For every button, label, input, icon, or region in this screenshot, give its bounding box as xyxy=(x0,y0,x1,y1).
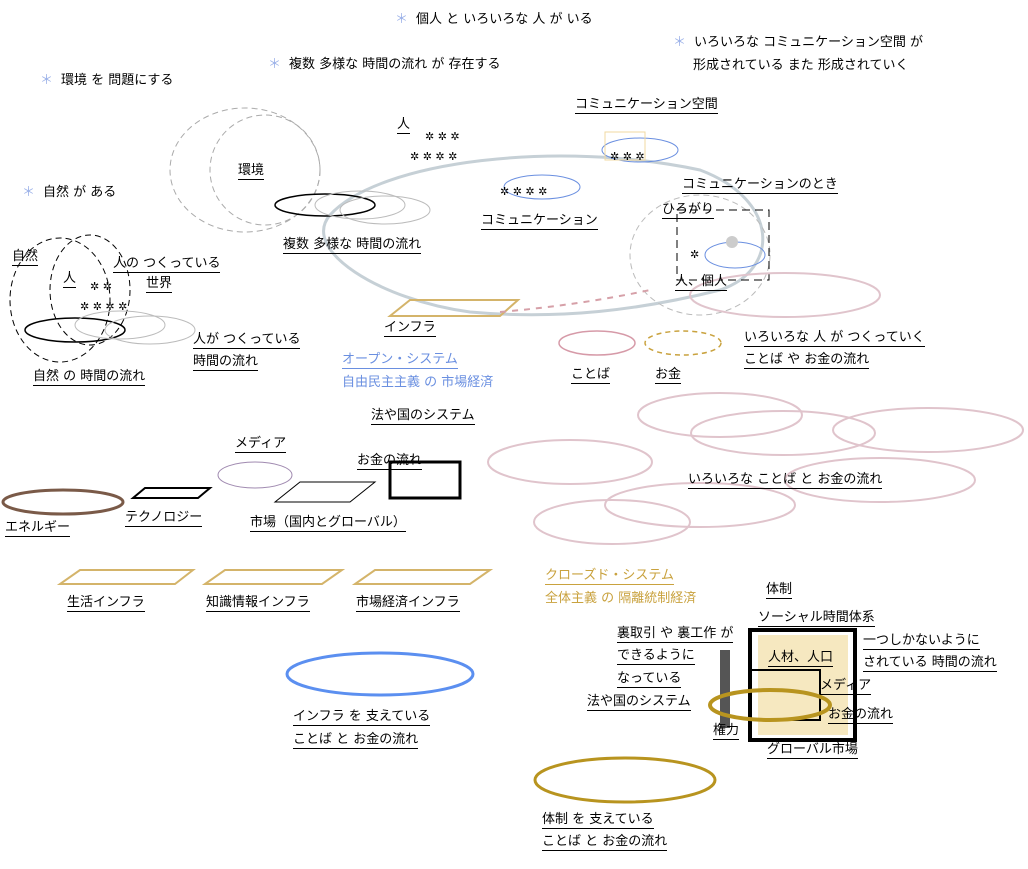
label: いろいろな 人 が つくっていく xyxy=(744,330,925,347)
svg-text:✲ ✲ ✲ ✲: ✲ ✲ ✲ ✲ xyxy=(80,300,127,313)
heading-comm-spaces: ＊いろいろな コミュニケーション空間 が xyxy=(673,35,924,50)
label: 法や国のシステム xyxy=(587,694,691,711)
closed-system-sub: 全体主義 の 隔離統制経済 xyxy=(545,591,697,606)
label: 一つしかないように xyxy=(863,633,980,650)
label: お金の流れ xyxy=(357,453,423,470)
infra-support-ellipse xyxy=(285,651,475,697)
label: なっている xyxy=(617,671,682,688)
svg-text:✲ ✲ ✲: ✲ ✲ ✲ xyxy=(610,150,645,163)
label: ことば や お金の流れ xyxy=(744,352,870,369)
label: 世界 xyxy=(146,276,173,293)
label: できるように xyxy=(617,648,695,665)
kotoba-ellipse xyxy=(558,330,636,356)
label: 人、個人 xyxy=(675,274,728,291)
label: ことば xyxy=(571,367,611,384)
label: インフラ xyxy=(384,320,436,337)
heading-nature: ＊自然 が ある xyxy=(22,185,117,200)
label: インフラ を 支えている xyxy=(293,709,431,726)
label: 自然 の 時間の流れ xyxy=(33,369,146,386)
heading-individuals: ＊個人 と いろいろな 人 が いる xyxy=(395,12,593,27)
label: 人が つくっている xyxy=(193,332,301,349)
label: 人 xyxy=(63,271,77,288)
label: されている 時間の流れ xyxy=(863,655,997,672)
svg-text:✲: ✲ xyxy=(690,248,699,261)
svg-text:✲ ✲: ✲ ✲ xyxy=(90,280,112,293)
label: エネルギー xyxy=(5,520,71,537)
energy-ellipse xyxy=(1,488,125,516)
svg-text:✲ ✲ ✲ ✲: ✲ ✲ ✲ ✲ xyxy=(500,185,547,198)
label: 裏取引 や 裏工作 が xyxy=(617,626,734,643)
label: コミュニケーション空間 xyxy=(575,97,718,114)
label: メディア xyxy=(235,436,287,453)
label: お金の流れ xyxy=(828,707,894,724)
svg-text:✲ ✲ ✲ ✲: ✲ ✲ ✲ ✲ xyxy=(410,150,457,163)
label: ソーシャル時間体系 xyxy=(758,610,875,627)
label: メディア xyxy=(820,678,872,695)
comm-ellipse xyxy=(503,174,581,200)
label: 知識情報インフラ xyxy=(206,595,310,612)
label: お金 xyxy=(655,367,682,384)
heading-comm-spaces-2: 形成されている また 形成されていく xyxy=(693,58,909,73)
label: 市場経済インフラ xyxy=(356,595,460,612)
infra-parallelogram xyxy=(387,299,521,317)
label: グローバル市場 xyxy=(767,742,858,759)
label: コミュニケーション xyxy=(481,213,598,230)
label: ことば と お金の流れ xyxy=(542,834,668,851)
svg-text:✲ ✲ ✲: ✲ ✲ ✲ xyxy=(425,130,460,143)
label: コミュニケーションのとき xyxy=(682,177,838,194)
main-flow-loop xyxy=(322,154,765,317)
label: 権力 xyxy=(713,723,740,740)
label: テクノロジー xyxy=(125,510,203,527)
label: 体制 xyxy=(766,582,793,599)
label: 市場（国内とグローバル） xyxy=(250,515,406,532)
heading-multi-time: ＊複数 多様な 時間の流れ が 存在する xyxy=(268,57,501,72)
label: ひろがり xyxy=(662,202,715,219)
label: 人 xyxy=(397,117,411,134)
label: 生活インフラ xyxy=(67,595,145,612)
heading-environment: ＊環境 を 問題にする xyxy=(40,73,174,88)
media-ellipse xyxy=(217,461,293,489)
open-system-label: オープン・システム xyxy=(342,352,458,369)
label: 時間の流れ xyxy=(193,354,259,371)
closed-system-label: クローズド・システム xyxy=(545,568,674,585)
label: 複数 多様な 時間の流れ xyxy=(283,237,422,254)
label: 環境 xyxy=(238,163,265,180)
okane-ellipse xyxy=(644,330,722,356)
env-circle-inner xyxy=(209,114,321,226)
label: 自然 xyxy=(12,249,39,266)
label: 体制 を 支えている xyxy=(542,812,654,829)
label: ことば と お金の流れ xyxy=(293,732,419,749)
label: 法や国のシステム xyxy=(371,408,475,425)
nature-circle xyxy=(9,237,111,363)
taisei-support-ellipse xyxy=(533,756,717,804)
label: 人材、人口 xyxy=(768,650,834,667)
label: いろいろな ことば と お金の流れ xyxy=(688,472,883,489)
open-system-sub: 自由民主主義 の 市場経済 xyxy=(342,375,494,390)
label: 人の つくっている xyxy=(113,256,221,273)
